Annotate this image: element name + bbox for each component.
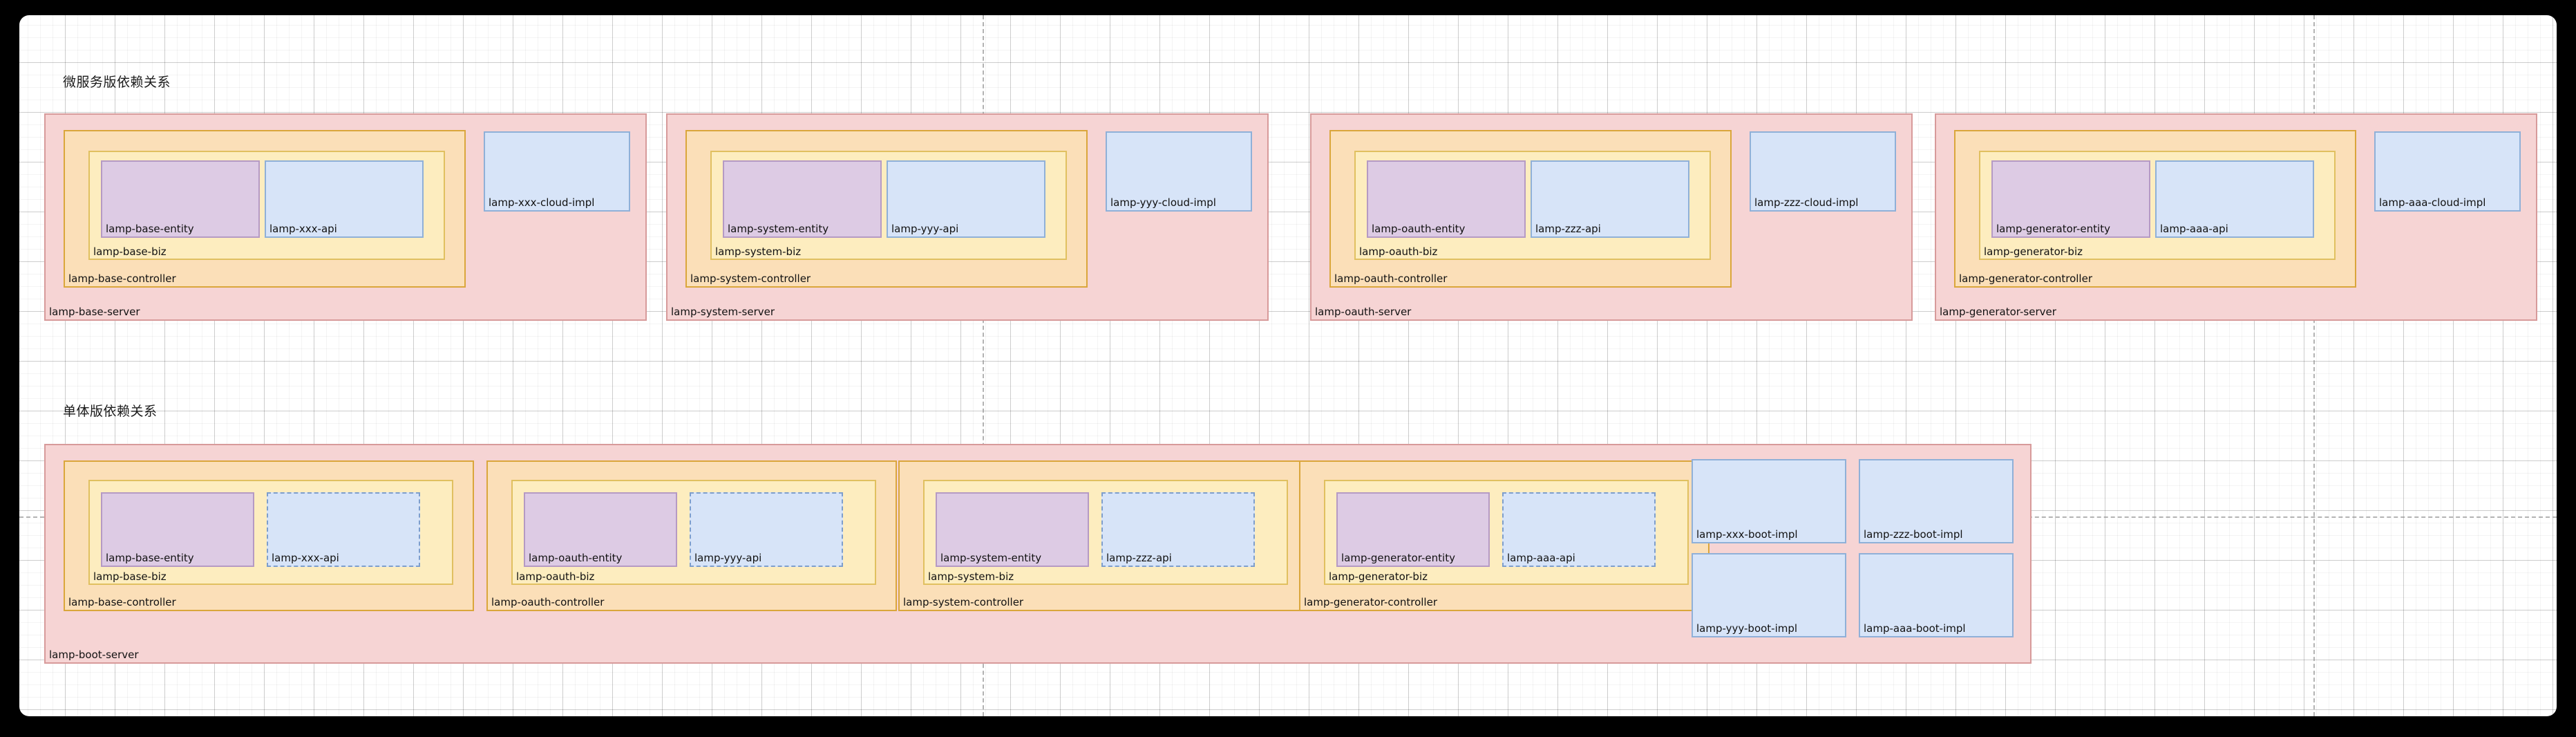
entity-box-generator-mono[interactable]: lamp-generator-entity — [1336, 492, 1490, 567]
entity-label: lamp-base-entity — [106, 223, 194, 235]
api-label: lamp-xxx-api — [269, 223, 337, 235]
controller-label: lamp-system-controller — [690, 272, 811, 285]
entity-label: lamp-generator-entity — [1341, 552, 1455, 564]
api-box-yyy-mono[interactable]: lamp-yyy-api — [690, 492, 843, 567]
cloud-impl-box-aaa[interactable]: lamp-aaa-cloud-impl — [2374, 131, 2521, 212]
entity-box-oauth-mono[interactable]: lamp-oauth-entity — [524, 492, 677, 567]
cloud-impl-box-yyy[interactable]: lamp-yyy-cloud-impl — [1106, 131, 1252, 212]
api-label: lamp-yyy-api — [891, 223, 959, 235]
entity-box-system[interactable]: lamp-system-entity — [723, 160, 882, 238]
boot-impl-box-xxx[interactable]: lamp-xxx-boot-impl — [1692, 459, 1846, 543]
api-box-zzz-mono[interactable]: lamp-zzz-api — [1101, 492, 1255, 567]
cloud-impl-box-xxx[interactable]: lamp-xxx-cloud-impl — [484, 131, 630, 212]
api-label: lamp-aaa-api — [2160, 223, 2228, 235]
biz-label: lamp-oauth-biz — [1359, 245, 1438, 258]
section-title-microservice: 微服务版依赖关系 — [63, 75, 171, 90]
server-label: lamp-oauth-server — [1315, 306, 1412, 318]
entity-box-oauth[interactable]: lamp-oauth-entity — [1367, 160, 1526, 238]
boot-impl-label: lamp-aaa-boot-impl — [1864, 622, 1966, 635]
entity-label: lamp-oauth-entity — [1372, 223, 1466, 235]
controller-label: lamp-oauth-controller — [491, 596, 605, 608]
api-label: lamp-yyy-api — [694, 552, 762, 564]
api-box-zzz[interactable]: lamp-zzz-api — [1531, 160, 1689, 238]
controller-label: lamp-oauth-controller — [1334, 272, 1448, 285]
entity-box-base-mono[interactable]: lamp-base-entity — [101, 492, 254, 567]
server-label: lamp-base-server — [49, 306, 140, 318]
cloud-impl-box-zzz[interactable]: lamp-zzz-cloud-impl — [1750, 131, 1896, 212]
boot-impl-box-yyy[interactable]: lamp-yyy-boot-impl — [1692, 553, 1846, 637]
api-box-xxx[interactable]: lamp-xxx-api — [265, 160, 424, 238]
entity-box-system-mono[interactable]: lamp-system-entity — [936, 492, 1089, 567]
entity-label: lamp-oauth-entity — [529, 552, 623, 564]
controller-label: lamp-generator-controller — [1304, 596, 1437, 608]
entity-label: lamp-system-entity — [728, 223, 829, 235]
biz-label: lamp-generator-biz — [1984, 245, 2083, 258]
vertical-guide-right — [2313, 15, 2315, 716]
api-box-aaa-mono[interactable]: lamp-aaa-api — [1502, 492, 1656, 567]
cloud-impl-label: lamp-yyy-cloud-impl — [1110, 196, 1216, 209]
biz-label: lamp-system-biz — [928, 570, 1014, 583]
biz-label: lamp-base-biz — [93, 570, 167, 583]
api-box-yyy[interactable]: lamp-yyy-api — [887, 160, 1045, 238]
server-label: lamp-boot-server — [49, 649, 139, 661]
biz-label: lamp-generator-biz — [1329, 570, 1428, 583]
controller-label: lamp-base-controller — [68, 272, 176, 285]
server-label: lamp-system-server — [671, 306, 775, 318]
vertical-guide-left — [983, 15, 984, 716]
entity-label: lamp-base-entity — [106, 552, 194, 564]
entity-box-base[interactable]: lamp-base-entity — [101, 160, 260, 238]
boot-impl-label: lamp-xxx-boot-impl — [1696, 528, 1798, 541]
boot-impl-label: lamp-yyy-boot-impl — [1696, 622, 1798, 635]
controller-label: lamp-base-controller — [68, 596, 176, 608]
boot-impl-box-zzz[interactable]: lamp-zzz-boot-impl — [1859, 459, 2014, 543]
biz-label: lamp-oauth-biz — [516, 570, 595, 583]
api-label: lamp-aaa-api — [1507, 552, 1575, 564]
entity-label: lamp-generator-entity — [1996, 223, 2110, 235]
biz-label: lamp-system-biz — [715, 245, 802, 258]
entity-label: lamp-system-entity — [940, 552, 1042, 564]
cloud-impl-label: lamp-zzz-cloud-impl — [1754, 196, 1859, 209]
entity-box-generator[interactable]: lamp-generator-entity — [1991, 160, 2150, 238]
diagram-canvas: 微服务版依赖关系 lamp-base-server lamp-base-cont… — [19, 15, 2557, 716]
api-label: lamp-zzz-api — [1535, 223, 1601, 235]
boot-impl-box-aaa[interactable]: lamp-aaa-boot-impl — [1859, 553, 2014, 637]
section-title-monolith: 单体版依赖关系 — [63, 404, 158, 419]
api-label: lamp-zzz-api — [1106, 552, 1172, 564]
api-box-xxx-mono[interactable]: lamp-xxx-api — [267, 492, 420, 567]
boot-impl-label: lamp-zzz-boot-impl — [1864, 528, 1963, 541]
controller-label: lamp-generator-controller — [1959, 272, 2092, 285]
controller-label: lamp-system-controller — [903, 596, 1024, 608]
cloud-impl-label: lamp-aaa-cloud-impl — [2379, 196, 2486, 209]
api-label: lamp-xxx-api — [272, 552, 339, 564]
cloud-impl-label: lamp-xxx-cloud-impl — [489, 196, 595, 209]
server-label: lamp-generator-server — [1940, 306, 2056, 318]
biz-label: lamp-base-biz — [93, 245, 167, 258]
api-box-aaa[interactable]: lamp-aaa-api — [2155, 160, 2314, 238]
